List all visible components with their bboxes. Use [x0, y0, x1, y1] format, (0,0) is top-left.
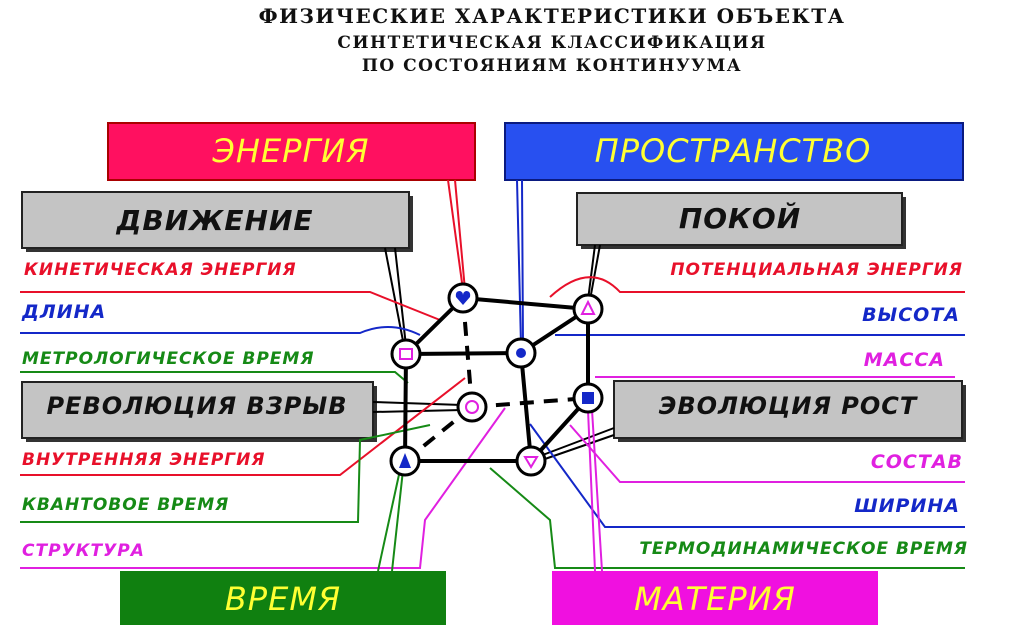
evolution-label: ЭВОЛЮЦИЯ РОСТ — [659, 392, 918, 420]
label-metrological-time: МЕТРОЛОГИЧЕСКОЕ ВРЕМЯ — [22, 349, 314, 369]
cube — [403, 296, 590, 463]
filled-triangle-icon — [399, 453, 411, 468]
down-triangle-icon — [523, 456, 539, 469]
cube-node-triangle — [572, 293, 604, 325]
cube-node-square — [390, 338, 422, 370]
title-line-3: ПО СОСТОЯНИЯМ КОНТИНУУМА — [362, 56, 742, 76]
triangle-icon — [580, 299, 596, 315]
label-quantum-time: КВАНТОВОЕ ВРЕМЯ — [22, 495, 229, 515]
space-box: ПРОСТРАНСТВО — [504, 122, 964, 181]
ring-icon — [465, 400, 479, 414]
matter-label: МАТЕРИЯ — [634, 580, 796, 618]
filled-square-icon — [582, 392, 594, 404]
label-structure: СТРУКТУРА — [22, 541, 145, 561]
energy-box: ЭНЕРГИЯ — [107, 122, 476, 181]
label-kinetic-energy: КИНЕТИЧЕСКАЯ ЭНЕРГИЯ — [24, 260, 297, 280]
label-height: ВЫСОТА — [862, 304, 960, 326]
rest-label: ПОКОЙ — [679, 201, 801, 235]
motion-label: ДВИЖЕНИЕ — [115, 204, 313, 237]
motion-box: ДВИЖЕНИЕ — [21, 191, 413, 252]
title-line-1: ФИЗИЧЕСКИЕ ХАРАКТЕРИСТИКИ ОБЪЕКТА — [259, 4, 846, 28]
time-box: ВРЕМЯ — [120, 571, 446, 625]
heart-icon — [455, 291, 471, 305]
cube-node-filled-square — [572, 382, 604, 414]
label-mass: МАССА — [864, 349, 945, 371]
label-width: ШИРИНА — [854, 495, 960, 517]
label-internal-energy: ВНУТРЕННЯЯ ЭНЕРГИЯ — [22, 450, 265, 470]
revolution-box: РЕВОЛЮЦИЯ ВЗРЫВ — [21, 381, 377, 442]
revolution-label: РЕВОЛЮЦИЯ ВЗРЫВ — [46, 392, 347, 420]
evolution-box: ЭВОЛЮЦИЯ РОСТ — [613, 380, 966, 442]
label-length: ДЛИНА — [21, 301, 106, 323]
cube-node-dot — [505, 337, 537, 369]
square-icon — [399, 348, 413, 360]
label-thermodynamic-time: ТЕРМОДИНАМИЧЕСКОЕ ВРЕМЯ — [639, 539, 968, 559]
label-composition: СОСТАВ — [871, 451, 963, 473]
label-potential-energy: ПОТЕНЦИАЛЬНАЯ ЭНЕРГИЯ — [670, 260, 963, 280]
time-label: ВРЕМЯ — [225, 580, 341, 618]
cube-node-ring — [456, 391, 488, 423]
space-label: ПРОСТРАНСТВО — [595, 132, 872, 170]
matter-box: МАТЕРИЯ — [552, 571, 878, 625]
title-line-2: СИНТЕТИЧЕСКАЯ КЛАССИФИКАЦИЯ — [337, 33, 766, 53]
connector-lines — [20, 179, 965, 572]
dot-icon — [516, 348, 526, 358]
cube-node-down-triangle — [515, 445, 547, 477]
rest-box: ПОКОЙ — [576, 192, 906, 249]
cube-node-filled-triangle — [389, 445, 421, 477]
cube-node-heart — [447, 282, 479, 314]
energy-label: ЭНЕРГИЯ — [212, 132, 370, 170]
